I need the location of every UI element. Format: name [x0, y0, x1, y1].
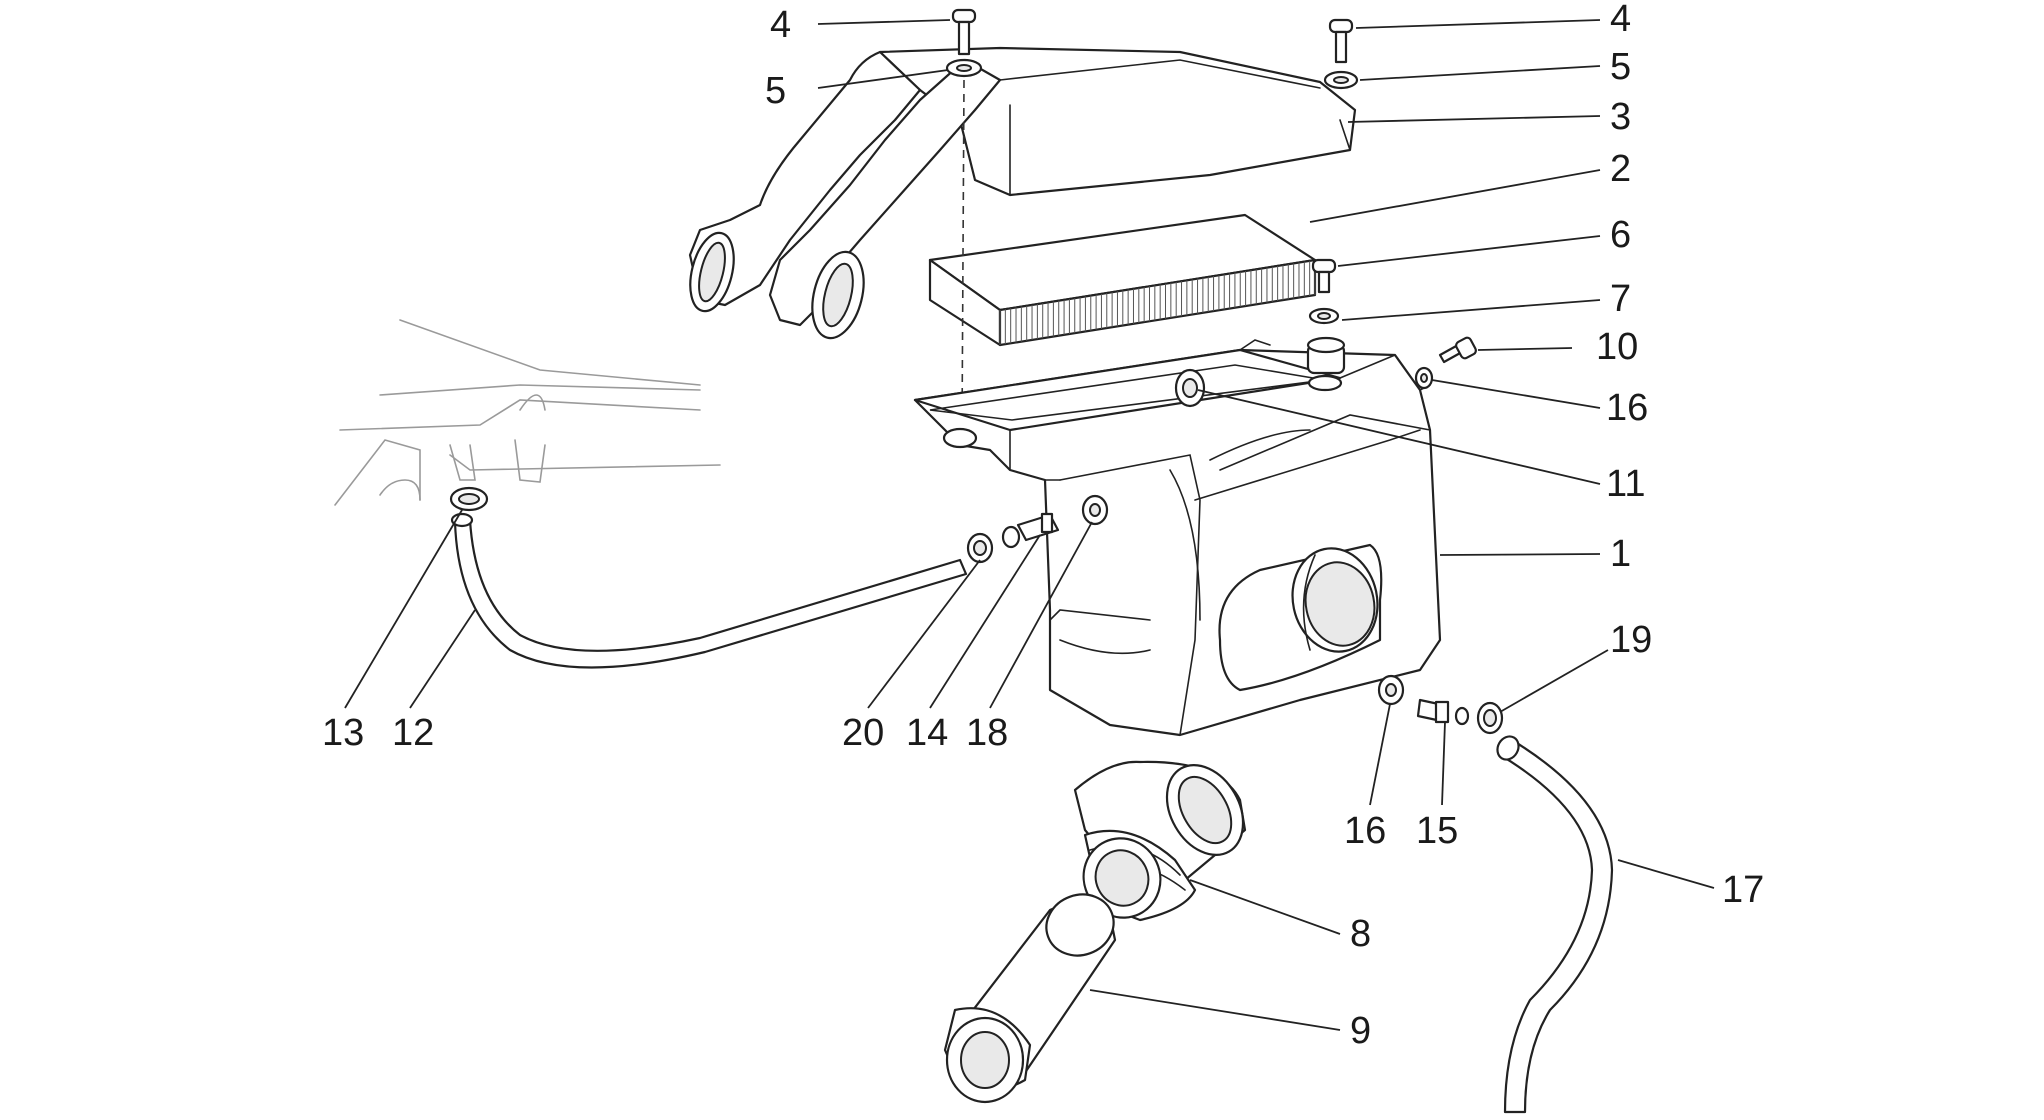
callout-2: 2: [1610, 148, 1631, 190]
washer-7: [1308, 307, 1340, 325]
screw-4-right: [1328, 18, 1354, 64]
washer-16-upper: [1414, 366, 1434, 390]
callout-11: 11: [1606, 463, 1645, 505]
callout-6: 6: [1610, 214, 1631, 256]
callout-16: 16: [1344, 810, 1386, 852]
intake-duct-8: [1073, 760, 1247, 922]
background-engine-outline: [334, 319, 721, 506]
clamp-20: [966, 532, 994, 564]
air-filter-element: [928, 213, 1317, 347]
callout-8: 8: [1350, 913, 1371, 955]
callout-5: 5: [765, 70, 786, 112]
callout-5: 5: [1610, 46, 1631, 88]
leader-lines: [344, 19, 1715, 1031]
callout-labels: 4 5 4 5 3 2 6 7 10 16 11 1 19 13 12 20 1…: [322, 0, 1764, 1052]
clamp-13: [449, 486, 489, 512]
callout-7: 7: [1610, 278, 1631, 320]
callout-19: 19: [1610, 619, 1652, 661]
washer-5-left: [945, 58, 983, 78]
callout-4: 4: [1610, 0, 1631, 40]
fitting-14: [1001, 512, 1060, 549]
intake-sleeve-9: [943, 893, 1117, 1104]
screw-6: [1311, 258, 1337, 294]
callout-1: 1: [1610, 533, 1631, 575]
callout-20: 20: [842, 712, 884, 754]
screw-4-left: [951, 8, 977, 56]
hose-12: [450, 512, 968, 669]
callout-4: 4: [770, 4, 791, 46]
bolt-10: [1438, 336, 1477, 364]
callout-17: 17: [1722, 869, 1764, 911]
callout-10: 10: [1596, 326, 1638, 368]
callout-12: 12: [392, 712, 434, 754]
air-box-cover: [688, 46, 1357, 340]
callout-3: 3: [1610, 96, 1631, 138]
air-box-body: [913, 336, 1442, 737]
callout-9: 9: [1350, 1010, 1371, 1052]
callout-15: 15: [1416, 810, 1458, 852]
callout-16: 16: [1606, 387, 1648, 429]
callout-13: 13: [322, 712, 364, 754]
hose-17: [1496, 735, 1614, 1114]
washer-18: [1081, 494, 1109, 526]
fitting-15: [1416, 698, 1470, 726]
assembly-axis-left: [961, 79, 965, 431]
callout-14: 14: [906, 712, 948, 754]
washer-16-lower: [1377, 674, 1405, 706]
washer-5-right: [1323, 70, 1359, 90]
clamp-19: [1476, 701, 1504, 735]
callout-18: 18: [966, 712, 1008, 754]
